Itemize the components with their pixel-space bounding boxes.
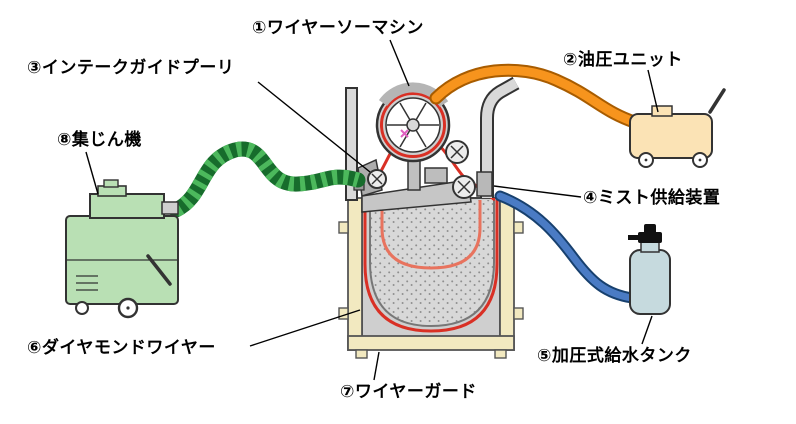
dust-hose-corrugation — [172, 141, 361, 217]
leader-line-mist-supply — [493, 185, 582, 198]
frame-bottom-bar — [347, 335, 515, 351]
label-dust-collector: ⑧集じん機 — [57, 130, 142, 149]
dust-collector-hose-port — [161, 201, 179, 215]
wheel-axle — [126, 306, 130, 310]
label-intake-guide-pulley: ③インテークガイドプーリ — [27, 58, 235, 77]
water-tank-body — [629, 249, 671, 315]
label-water-tank: ⑤加圧式給水タンク — [537, 346, 692, 365]
dust-collector-drawing — [65, 179, 179, 319]
water-hose — [496, 192, 636, 302]
wheel-spokes — [387, 102, 439, 148]
leader-line-wire-saw-machine — [389, 39, 410, 87]
dust-collector-head — [89, 193, 165, 219]
leader-line-hydraulic-unit — [647, 69, 659, 113]
mist-supply-drawing — [445, 140, 493, 199]
water-tank-drawing — [628, 224, 671, 315]
frame-right-bar — [499, 197, 515, 351]
frame-left-bar — [347, 197, 363, 351]
wire-on-wheel — [380, 92, 446, 158]
frame-foot — [355, 349, 368, 359]
hydraulic-unit-body — [629, 113, 713, 159]
dust-collector-handle — [146, 254, 172, 286]
frame-foot — [494, 349, 507, 359]
concrete-cut-kerf — [369, 200, 495, 328]
hydraulic-unit-handle — [708, 88, 726, 114]
machine-left-post — [345, 87, 358, 201]
dust-hose-base — [168, 141, 366, 218]
leader-line-intake-guide-pulley — [257, 81, 371, 173]
diamond-wire-outer-loop — [363, 200, 499, 333]
pump-spout — [628, 235, 638, 240]
label-hydraulic-unit: ②油圧ユニット — [563, 50, 683, 69]
hoses — [168, 63, 647, 304]
hydraulic-unit-cap — [651, 105, 673, 117]
water-tank-neck — [640, 241, 660, 253]
frame-tab — [338, 221, 349, 234]
mist-roller-lower-spokes — [457, 180, 471, 194]
wheel-axle — [698, 158, 702, 162]
machine-right-post — [482, 78, 519, 198]
leader-line-water-tank — [641, 315, 653, 345]
wheel-axle — [644, 158, 648, 162]
label-wire-saw-machine: ①ワイヤーソーマシン — [252, 18, 424, 37]
label-diamond-wire: ⑥ダイヤモンドワイヤー — [27, 338, 216, 357]
mist-roller-upper-spokes — [450, 145, 464, 159]
frame-tab — [338, 307, 349, 320]
diamond-wire-inner-loop — [380, 200, 482, 270]
wheel-hub-marks — [400, 129, 409, 138]
wheel-hub — [406, 118, 420, 132]
pump-knob — [644, 224, 656, 234]
hydraulic-unit-drawing — [629, 88, 726, 168]
mist-device-bracket — [476, 171, 493, 197]
dust-collector-knob — [103, 179, 119, 188]
dust-collector-vents — [76, 275, 98, 291]
leader-line-diamond-wire — [249, 309, 361, 347]
label-mist-supply: ④ミスト供給装置 — [583, 188, 721, 207]
leader-line-wire-guard — [373, 351, 380, 381]
hydraulic-hose — [431, 65, 645, 129]
wheel-mount-column — [407, 157, 421, 191]
label-wire-guard: ⑦ワイヤーガード — [340, 382, 477, 401]
frame-tab — [513, 221, 524, 234]
motor-block — [424, 167, 448, 184]
machine-deck — [361, 179, 472, 213]
intake-pulley-spokes — [371, 173, 383, 185]
leader-lines — [85, 39, 659, 381]
dust-collector-wheel-small — [75, 301, 89, 315]
pump-head — [638, 232, 662, 243]
leader-line-dust-collector — [85, 151, 99, 195]
frame-tab — [513, 307, 524, 320]
